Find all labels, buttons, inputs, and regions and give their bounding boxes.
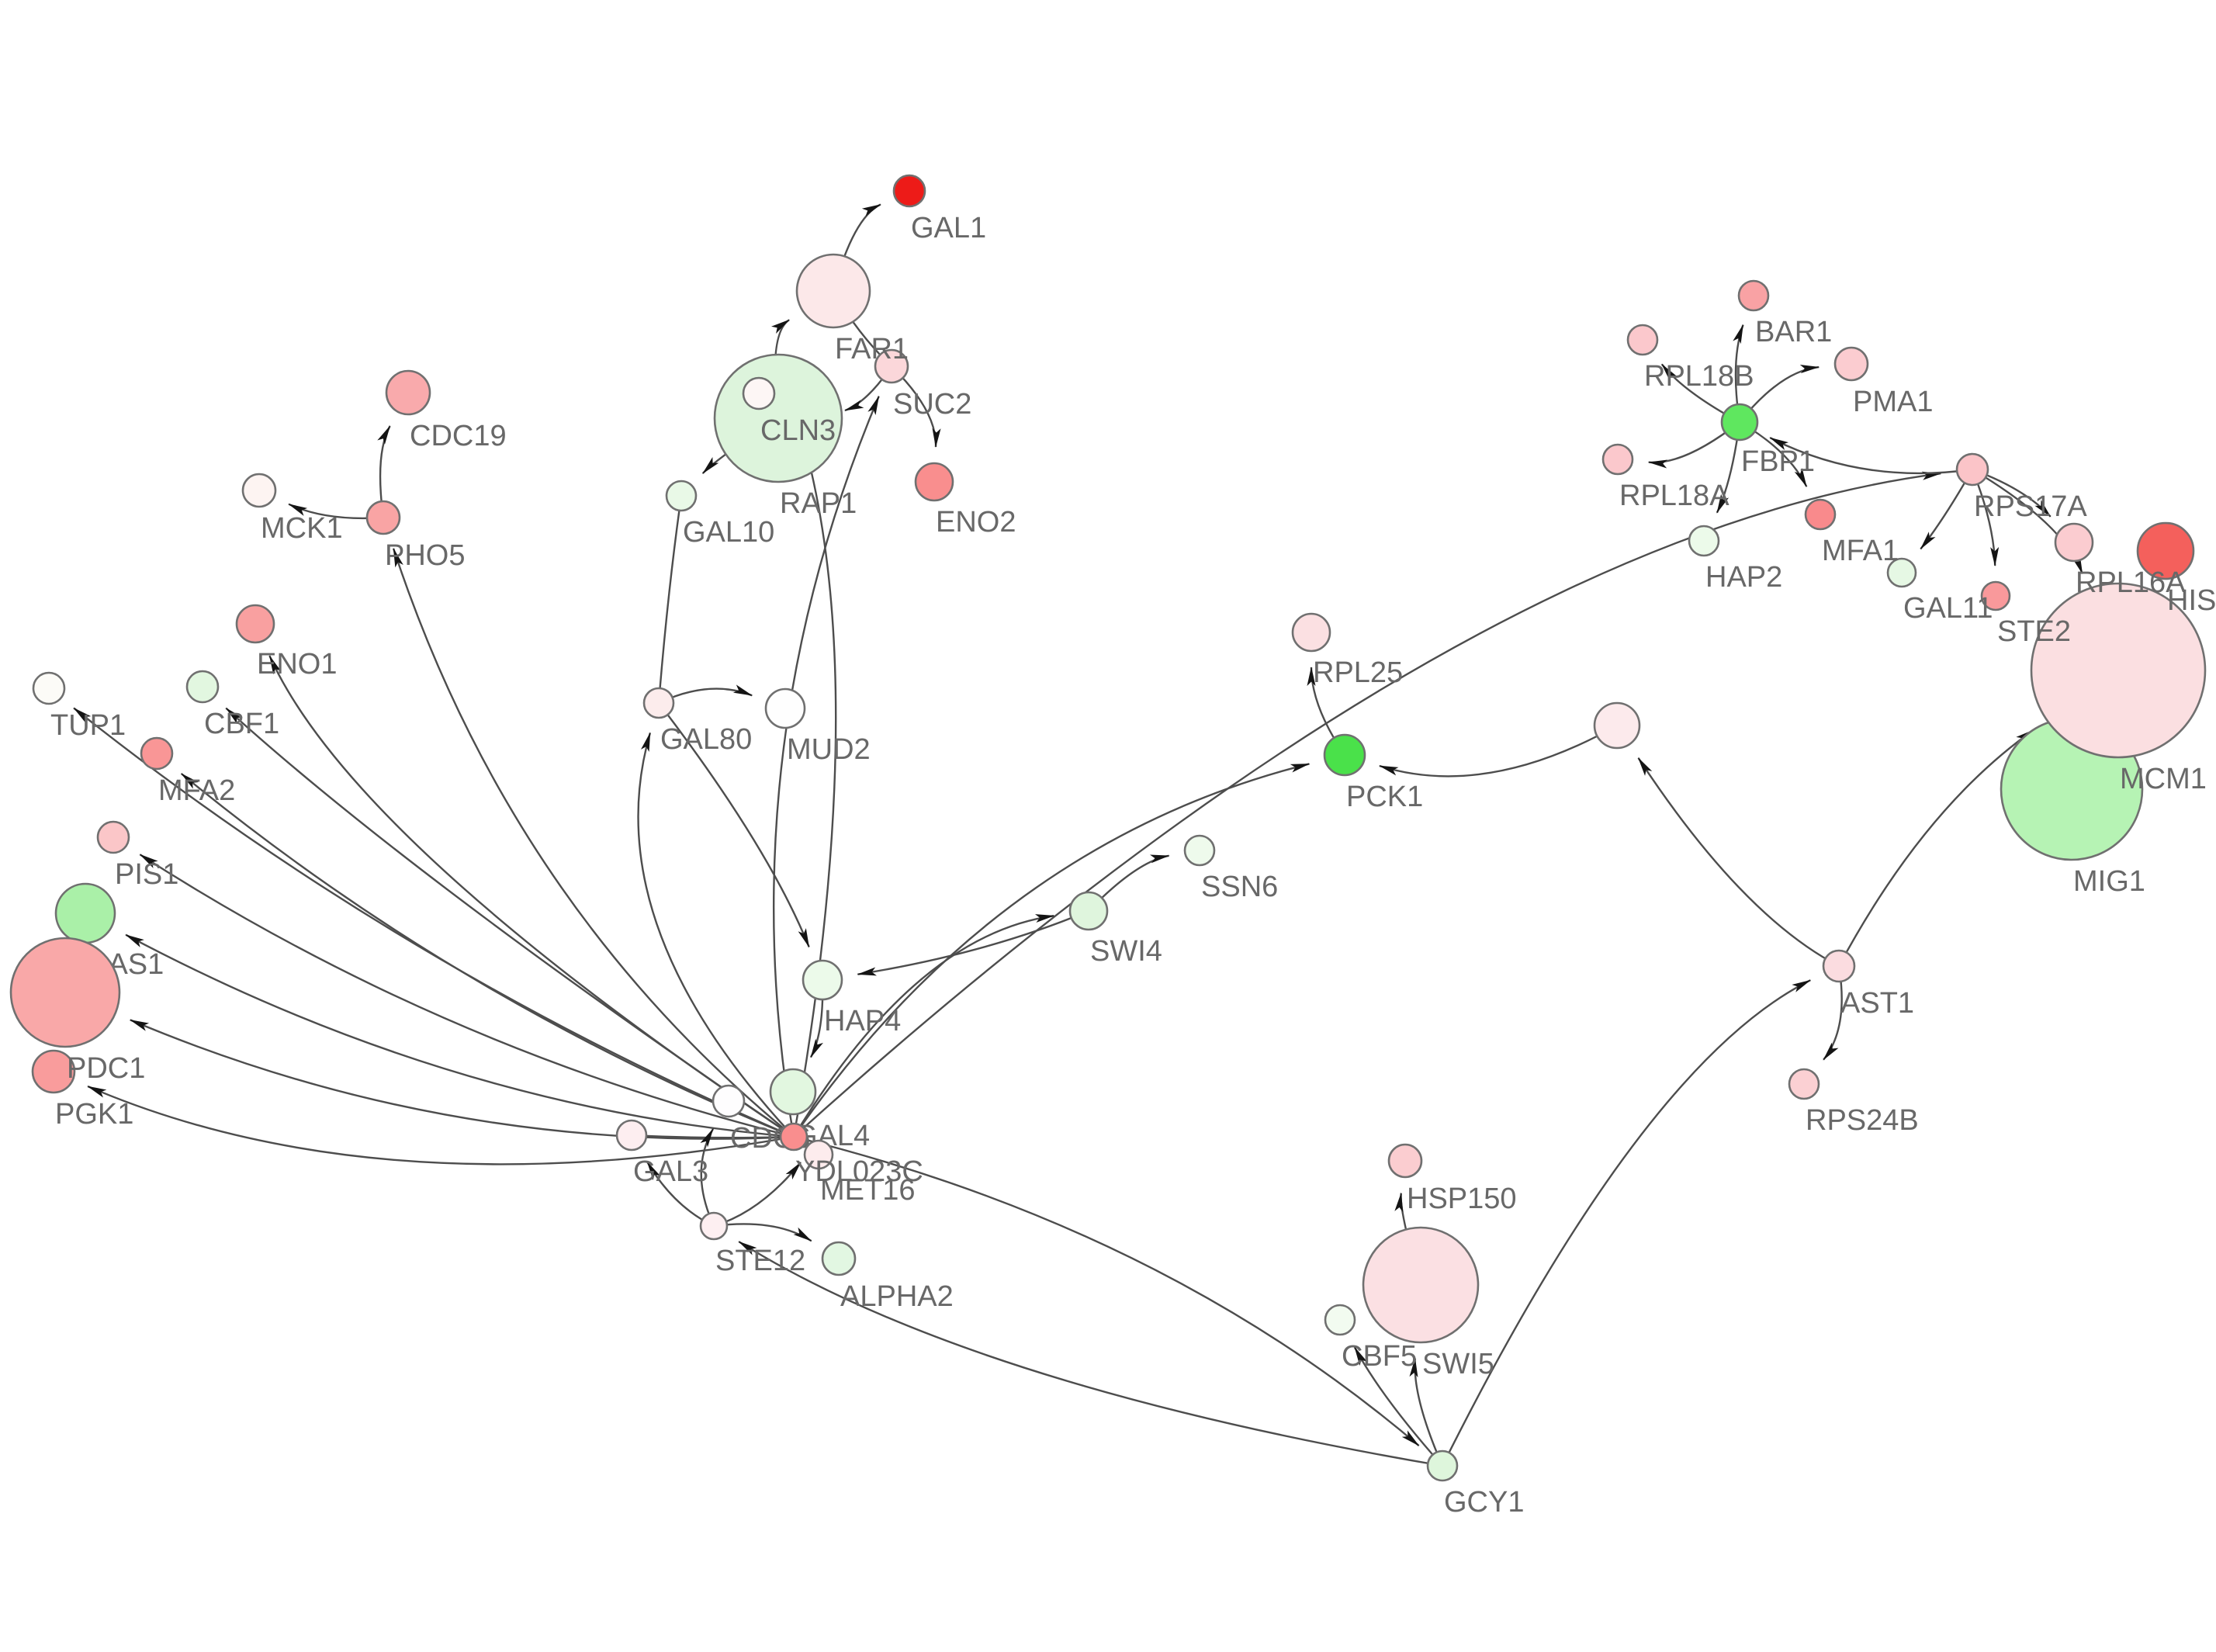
svg-text:RPL18A: RPL18A — [1619, 480, 1730, 512]
svg-text:PGK1: PGK1 — [55, 1098, 133, 1131]
svg-text:PHO5: PHO5 — [385, 539, 465, 572]
svg-text:RPL25: RPL25 — [1313, 656, 1403, 689]
svg-text:BAR1: BAR1 — [1755, 316, 1832, 348]
svg-text:RAP1: RAP1 — [780, 487, 857, 520]
svg-text:RPS24B: RPS24B — [1806, 1104, 1919, 1137]
svg-text:GAL11: GAL11 — [1903, 592, 1993, 625]
svg-text:PMA1: PMA1 — [1853, 386, 1933, 418]
svg-text:GAL3: GAL3 — [633, 1155, 708, 1188]
svg-text:YDL023C: YDL023C — [795, 1155, 923, 1188]
svg-text:GAL1: GAL1 — [911, 212, 986, 244]
svg-text:MCK1: MCK1 — [261, 512, 343, 545]
svg-text:MIG1: MIG1 — [2073, 865, 2145, 898]
svg-text:MET16: MET16 — [820, 1174, 915, 1207]
svg-text:STE12: STE12 — [715, 1245, 805, 1277]
svg-text:SWI4: SWI4 — [1090, 935, 1162, 968]
svg-text:CBF5: CBF5 — [1342, 1340, 1417, 1373]
svg-text:HAP4: HAP4 — [824, 1005, 901, 1037]
svg-text:ENO2: ENO2 — [936, 506, 1016, 539]
svg-text:MUD2: MUD2 — [787, 733, 871, 766]
svg-text:SUC2: SUC2 — [893, 388, 971, 421]
svg-text:TUP1: TUP1 — [50, 709, 126, 742]
svg-text:GAL80: GAL80 — [660, 723, 752, 756]
svg-text:RPL16A: RPL16A — [2076, 566, 2186, 599]
svg-text:PCK1: PCK1 — [1346, 781, 1423, 813]
svg-text:ALPHA2: ALPHA2 — [840, 1280, 954, 1313]
svg-text:HIS4: HIS4 — [2167, 584, 2216, 617]
svg-text:ENO1: ENO1 — [257, 648, 337, 681]
svg-text:MCM1: MCM1 — [2120, 763, 2207, 795]
svg-text:PIS1: PIS1 — [115, 858, 178, 891]
svg-text:FBP1: FBP1 — [1741, 445, 1815, 478]
svg-text:SSN6: SSN6 — [1201, 871, 1278, 903]
svg-text:MFA2: MFA2 — [158, 774, 235, 807]
svg-text:CBF1: CBF1 — [204, 708, 279, 740]
svg-text:FAR1: FAR1 — [835, 333, 909, 365]
svg-text:RPL18B: RPL18B — [1644, 360, 1754, 393]
svg-text:CLN3: CLN3 — [760, 414, 836, 447]
svg-text:RPS17A: RPS17A — [1974, 490, 2087, 523]
svg-text:MFA1: MFA1 — [1822, 535, 1899, 567]
svg-text:GAL10: GAL10 — [683, 516, 774, 549]
svg-text:SWI5: SWI5 — [1422, 1348, 1494, 1380]
svg-text:GCY1: GCY1 — [1444, 1486, 1524, 1519]
svg-text:HSP150: HSP150 — [1407, 1183, 1517, 1215]
svg-text:STE2: STE2 — [1997, 615, 2071, 648]
svg-text:HAP2: HAP2 — [1705, 561, 1782, 594]
svg-text:AST1: AST1 — [1840, 987, 1914, 1020]
svg-text:CDC19: CDC19 — [410, 420, 507, 452]
svg-text:PDC1: PDC1 — [67, 1052, 145, 1085]
